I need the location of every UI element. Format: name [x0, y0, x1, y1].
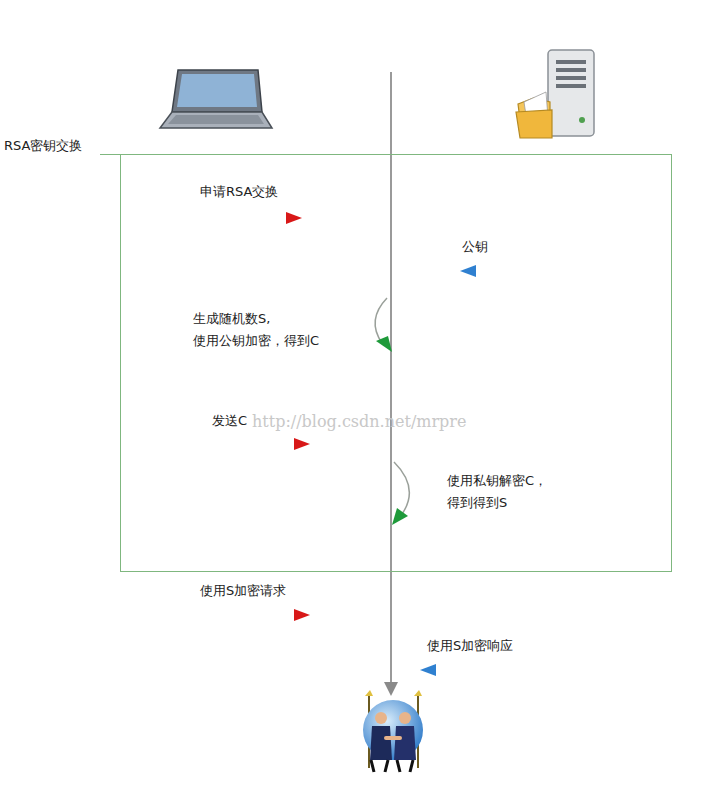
- group-frame: RSA密钥交换: [120, 154, 672, 572]
- laptop-icon: [160, 70, 272, 128]
- timeline-head: [384, 682, 398, 696]
- step-note: 使用私钥解密C， 得到得到S: [447, 470, 572, 514]
- server-icon: [516, 50, 594, 138]
- timeline: [390, 72, 392, 684]
- self-process-arrow: [392, 462, 409, 525]
- box-border-extension: [100, 154, 121, 155]
- response-arrow: [420, 664, 545, 676]
- group-heading: RSA密钥交换: [4, 135, 82, 157]
- self-process-arrow: [375, 298, 392, 352]
- handshake-icon: [363, 690, 423, 772]
- message-label: 公钥: [462, 236, 542, 258]
- message-label: 使用S加密响应: [427, 635, 567, 657]
- request-arrow: [200, 609, 310, 621]
- message-label: 申请RSA交换: [200, 181, 340, 203]
- response-arrow: [460, 265, 580, 277]
- watermark: http://blog.csdn.net/mrpre: [252, 412, 466, 431]
- message-label: 使用S加密请求: [200, 580, 340, 602]
- request-arrow: [200, 438, 310, 450]
- request-arrow: [195, 212, 302, 224]
- step-note: 生成随机数S, 使用公钥加密，得到C: [193, 308, 353, 352]
